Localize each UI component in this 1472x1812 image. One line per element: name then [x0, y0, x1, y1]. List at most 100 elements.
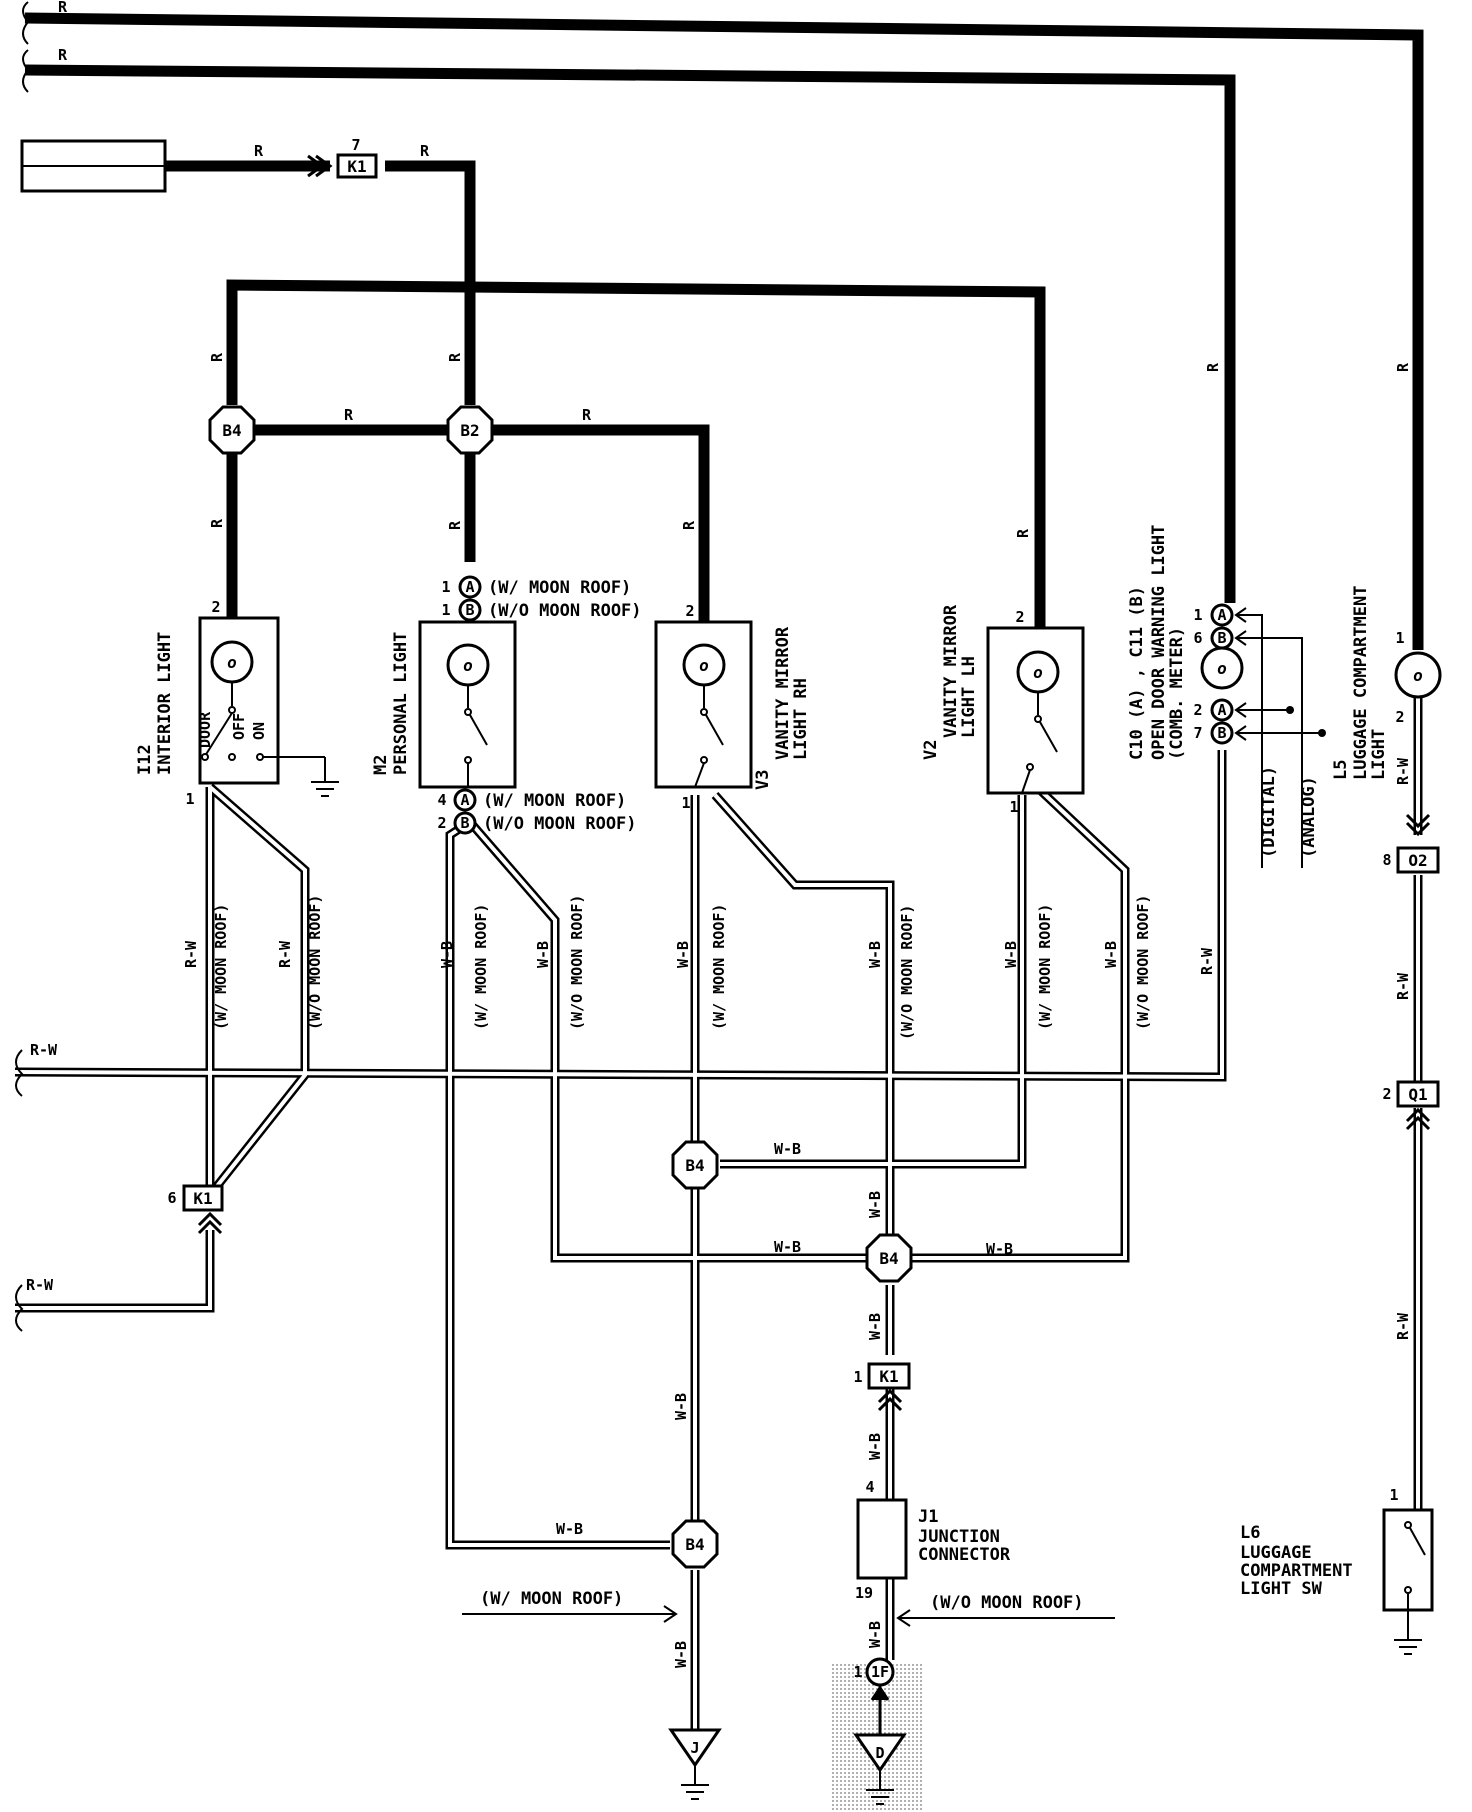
- svg-text:B: B: [465, 601, 474, 619]
- svg-text:(W/O MOON ROOF): (W/O MOON ROOF): [1134, 895, 1152, 1030]
- svg-text:2: 2: [1395, 708, 1404, 726]
- personal-light-id: M2: [371, 755, 391, 775]
- wire-moon-roof-notes: (W/ MOON ROOF) (W/O MOON ROOF) (W/ MOON …: [212, 895, 1152, 1040]
- vanity-lh-id: V2: [921, 740, 941, 760]
- o2-pin: 8: [1382, 851, 1391, 869]
- svg-text:R: R: [420, 142, 430, 160]
- svg-text:R: R: [1394, 362, 1412, 372]
- svg-text:R-W: R-W: [26, 1276, 54, 1294]
- svg-text:2: 2: [1015, 608, 1024, 626]
- vanity-lh-box: o V2 VANITY MIRROR LIGHT LH 2 1: [921, 604, 1085, 816]
- svg-text:R-W: R-W: [1394, 757, 1412, 785]
- vanity-rh-box: o V3 VANITY MIRROR LIGHT RH 2 1: [654, 602, 811, 812]
- svg-text:R: R: [1014, 528, 1032, 538]
- k1-left-pin: 6: [167, 1189, 176, 1207]
- svg-text:R-W: R-W: [182, 940, 200, 968]
- svg-text:A: A: [465, 578, 474, 596]
- wire-break-marks: [15, 1, 30, 1332]
- junction-labels: B4 B2 B4 B4 B4: [222, 421, 898, 1554]
- svg-text:2: 2: [1193, 701, 1202, 719]
- ground-j-label: J: [690, 1739, 699, 1757]
- svg-text:o: o: [463, 656, 473, 675]
- luggage-sw-line1: LUGGAGE: [1240, 1543, 1312, 1563]
- luggage-sw-line3: LIGHT SW: [1240, 1579, 1323, 1599]
- door-warning-line1: OPEN DOOR WARNING LIGHT: [1149, 525, 1169, 760]
- vanity-rh-line1: VANITY MIRROR: [773, 626, 793, 760]
- note-analog: (ANALOG): [1299, 776, 1319, 858]
- svg-text:1: 1: [185, 790, 194, 808]
- svg-text:W-B: W-B: [866, 1191, 884, 1218]
- svg-text:B4: B4: [222, 421, 241, 440]
- svg-text:R-W: R-W: [30, 1041, 58, 1059]
- k1-bottom-label: K1: [879, 1367, 898, 1386]
- interior-light-door: DOOR: [196, 711, 214, 748]
- interior-light-name: INTERIOR LIGHT: [155, 632, 175, 775]
- personal-light-bottom-note-w: (W/ MOON ROOF): [483, 791, 626, 811]
- note-w-moon-bottom: (W/ MOON ROOF): [480, 1589, 623, 1609]
- svg-text:o: o: [227, 653, 237, 672]
- ground-symbols: [311, 781, 1422, 1655]
- svg-text:1: 1: [441, 601, 450, 619]
- interior-light-off: OFF: [230, 713, 248, 740]
- svg-text:W-B: W-B: [674, 941, 692, 968]
- o2-connector: O2 8: [1382, 813, 1440, 874]
- note-wo-moon-bottom: (W/O MOON ROOF): [930, 1593, 1084, 1613]
- b4-right-node: [865, 1233, 913, 1283]
- door-warning-line2: (COMB. METER): [1167, 627, 1187, 760]
- junction-connector: 4 19 J1 JUNCTION CONNECTOR: [855, 1478, 1011, 1602]
- svg-text:W-B: W-B: [672, 1393, 690, 1420]
- luggage-switch-box: 1 L6 LUGGAGE COMPARTMENT LIGHT SW: [1240, 1486, 1434, 1640]
- svg-text:W-B: W-B: [866, 941, 884, 968]
- svg-text:W-B: W-B: [556, 1520, 583, 1538]
- wire-top-r1-to-luggage-light: [24, 12, 1424, 650]
- door-warning-light: A B o A B 1 6 2 7 C10 (A) , C11 (B) OPEN…: [1127, 525, 1326, 868]
- svg-text:(W/O MOON ROOF): (W/O MOON ROOF): [306, 895, 324, 1030]
- wire-r2-to-door-warning: [24, 64, 1236, 603]
- personal-light-box: o M2 PERSONAL LIGHT: [371, 620, 517, 789]
- source-connector-block: [20, 139, 167, 193]
- junction-id: J1: [918, 1507, 938, 1527]
- svg-text:1: 1: [681, 794, 690, 812]
- personal-light-top-note-wo: (W/O MOON ROOF): [488, 601, 642, 621]
- k1-top-connector: K1 7: [307, 136, 378, 179]
- wire-labels-red: R R R R R R R R R R R R R R: [58, 0, 1412, 538]
- luggage-sw-line2: COMPARTMENT: [1240, 1561, 1353, 1581]
- luggage-light-line1: LUGGAGE COMPARTMENT: [1351, 586, 1371, 780]
- svg-text:R: R: [446, 352, 464, 362]
- svg-text:W-B: W-B: [866, 1313, 884, 1340]
- ground-d-assembly: 1F 1 D: [830, 1657, 922, 1812]
- svg-text:R: R: [58, 0, 68, 16]
- svg-text:19: 19: [855, 1584, 873, 1602]
- note-digital: (DIGITAL): [1259, 766, 1279, 858]
- ground-d-label: D: [875, 1744, 884, 1762]
- svg-text:1: 1: [1389, 1486, 1398, 1504]
- wire-b4-top-loop: [226, 279, 1046, 628]
- one-f-label: 1F: [871, 1663, 889, 1681]
- svg-text:W-B: W-B: [534, 941, 552, 968]
- personal-light-top-note-w: (W/ MOON ROOF): [488, 578, 631, 598]
- b4-top-node: [208, 405, 256, 455]
- q1-connector: Q1 2: [1382, 1080, 1440, 1131]
- svg-text:A: A: [460, 791, 469, 809]
- k1-bottom-connector: K1 1: [853, 1362, 911, 1412]
- svg-text:W-B: W-B: [986, 1240, 1013, 1258]
- svg-text:B: B: [1217, 629, 1226, 647]
- svg-text:B4: B4: [685, 1535, 704, 1554]
- svg-text:W-B: W-B: [866, 1621, 884, 1648]
- svg-text:W-B: W-B: [774, 1238, 801, 1256]
- vanity-lh-line1: VANITY MIRROR: [941, 604, 961, 738]
- svg-text:R: R: [582, 406, 592, 424]
- svg-text:2: 2: [685, 602, 694, 620]
- junction-line1: JUNCTION: [918, 1527, 1000, 1547]
- svg-text:(W/O MOON ROOF): (W/O MOON ROOF): [898, 905, 916, 1040]
- interior-light-id: I12: [135, 744, 155, 775]
- k1-top-pin: 7: [351, 136, 360, 154]
- ground-j-assembly: J: [668, 1728, 722, 1800]
- svg-text:1: 1: [441, 578, 450, 596]
- svg-text:(W/ MOON ROOF): (W/ MOON ROOF): [1036, 904, 1054, 1030]
- svg-text:W-B: W-B: [438, 941, 456, 968]
- vanity-lh-line2: LIGHT LH: [959, 656, 979, 738]
- luggage-light-id: L5: [1331, 760, 1351, 780]
- svg-text:2: 2: [211, 598, 220, 616]
